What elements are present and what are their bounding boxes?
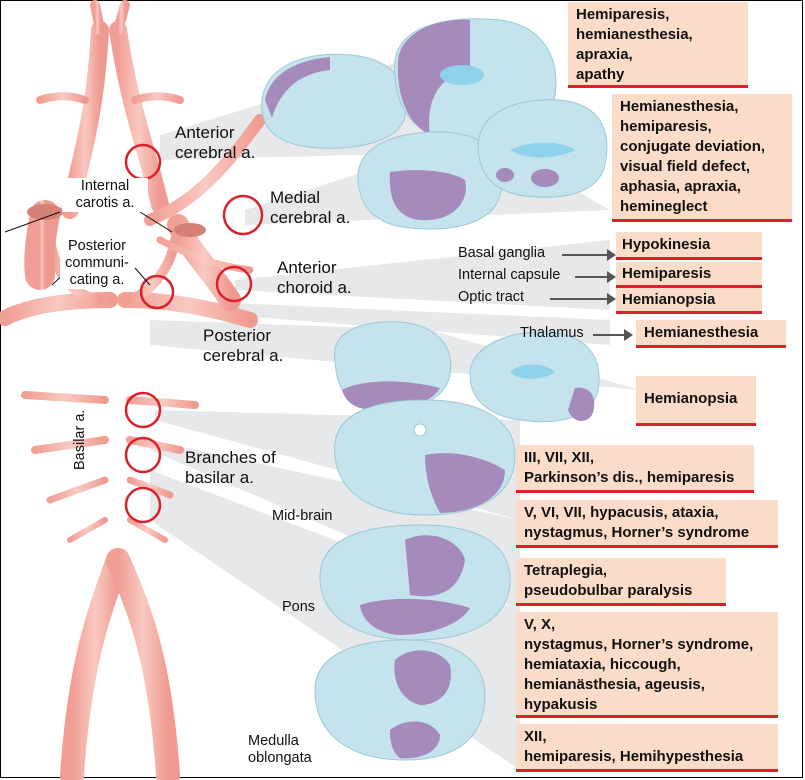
symptoms-medulla-upper: V, X,nystagmus, Horner’s syndrome,hemiat…	[516, 612, 778, 718]
symptom-hemianesthesia-thalamus: Hemianesthesia	[636, 320, 786, 348]
optic-tract-label: Optic tract	[458, 289, 524, 306]
symptoms-midbrain: III, VII, XII,Parkinson’s dis., hemipare…	[516, 445, 754, 493]
symptom-hemianopsia-optic: Hemianopsia	[616, 288, 762, 314]
brain-medial-right	[478, 100, 607, 197]
basilar-label: Basilar a.	[72, 410, 88, 470]
symptoms-pons-upper: V, VI, VII, hypacusis, ataxia,nystagmus,…	[516, 500, 778, 548]
symptoms-medial-cerebral: Hemianesthesia,hemiparesis,conjugate dev…	[612, 94, 792, 222]
arrow-icon	[562, 254, 614, 256]
symptoms-medulla-lower: XII,hemiparesis, Hemihypesthesia	[516, 724, 778, 772]
internal-capsule-label: Internal capsule	[458, 267, 560, 284]
medial-cerebral-label: Medial cerebral a.	[270, 188, 380, 228]
basal-ganglia-label: Basal ganglia	[458, 245, 545, 262]
symptom-hypokinesia: Hypokinesia	[616, 232, 762, 260]
symptoms-pons-lower: Tetraplegia,pseudobulbar paralysis	[516, 558, 726, 606]
midbrain-label: Mid-brain	[272, 506, 332, 526]
branches-basilar-label: Branches of basilar a.	[185, 448, 285, 488]
arrow-icon	[593, 334, 631, 336]
arrow-icon	[550, 298, 614, 300]
arrow-icon	[575, 276, 614, 278]
brain-posterior-lateral	[335, 322, 451, 411]
symptoms-anterior-cerebral: Hemiparesis,hemianesthesia,apraxia,apath…	[568, 2, 748, 88]
internal-carotis-label: Internal carotis a.	[62, 178, 148, 212]
anterior-cerebral-label: Anterior cerebral a.	[175, 123, 285, 163]
anterior-choroid-label: Anterior choroid a.	[277, 258, 377, 298]
pons-label: Pons	[282, 597, 315, 617]
posterior-communicating-label: Posterior communi-cating a.	[60, 238, 134, 289]
thalamus-label: Thalamus	[520, 325, 584, 342]
brain-posterior-medial	[470, 332, 599, 422]
symptom-hemiparesis: Hemiparesis	[616, 262, 762, 288]
medulla-section	[315, 640, 485, 760]
medulla-label: Medulla oblongata	[248, 733, 328, 767]
midbrain-section	[335, 400, 515, 515]
symptom-hemianopsia-posterior: Hemianopsia	[636, 376, 756, 426]
posterior-cerebral-label: Posterior cerebral a.	[203, 326, 313, 366]
pons-section	[320, 525, 510, 640]
